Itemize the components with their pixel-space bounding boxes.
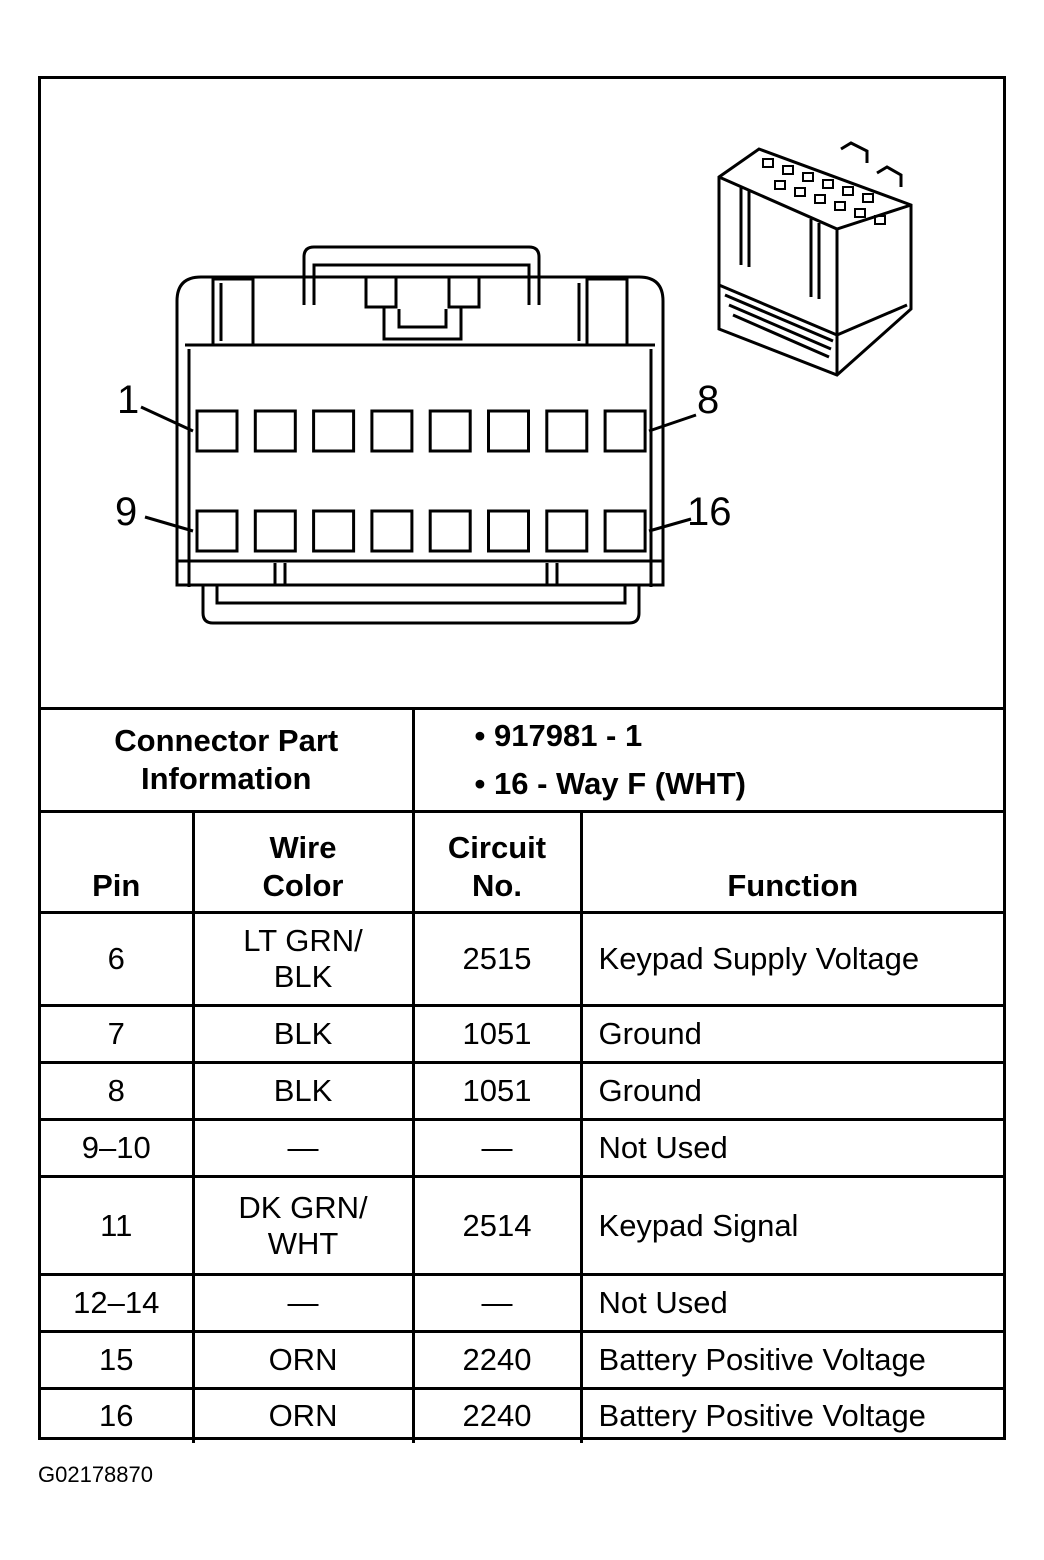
iso-pin-hole xyxy=(814,194,826,204)
pinout-table: Connector Part Information • 917981 - 1 … xyxy=(41,707,1004,1443)
connector-diagram: 1 8 9 16 xyxy=(41,79,1003,707)
iso-pin-hole xyxy=(802,172,814,182)
pin-cavity-7 xyxy=(545,409,589,453)
iso-pin-hole xyxy=(854,208,866,218)
pin-cavities xyxy=(195,409,647,553)
iso-pin-hole xyxy=(834,201,846,211)
pin-cavity-13 xyxy=(428,509,472,553)
pin-label-8: 8 xyxy=(697,378,719,422)
connector-isometric-view xyxy=(717,141,913,377)
table-row: 16 ORN 2240 Battery Positive Voltage xyxy=(41,1387,1004,1443)
table-row: 15 ORN 2240 Battery Positive Voltage xyxy=(41,1330,1004,1390)
iso-pin-hole xyxy=(794,187,806,197)
pin-cavity-3 xyxy=(312,409,356,453)
iso-pin-hole xyxy=(842,186,854,196)
pin-cavity-10 xyxy=(253,509,297,553)
pin-label-16: 16 xyxy=(687,490,732,534)
table-row: 6 LT GRN/BLK 2515 Keypad Supply Voltage xyxy=(41,911,1004,1007)
part-number: • 917981 - 1 xyxy=(474,718,643,753)
iso-pin-hole xyxy=(774,180,786,190)
connector-face-drawing: 1 8 9 16 xyxy=(115,141,913,625)
iso-pin-hole xyxy=(762,158,774,168)
iso-pin-hole xyxy=(782,165,794,175)
table-row: 12–14 — — Not Used xyxy=(41,1273,1004,1333)
pin-label-9: 9 xyxy=(115,490,137,534)
pin-cavity-15 xyxy=(545,509,589,553)
pin-cavity-5 xyxy=(428,409,472,453)
pin-cavity-4 xyxy=(370,409,414,453)
table-row: 7 BLK 1051 Ground xyxy=(41,1004,1004,1064)
pin-cavity-12 xyxy=(370,509,414,553)
table-row: 8 BLK 1051 Ground xyxy=(41,1061,1004,1121)
connector-description: • 16 - Way F (WHT) xyxy=(474,766,746,801)
pin-cavity-6 xyxy=(487,409,530,453)
pin-cavity-16 xyxy=(603,509,647,553)
connector-info-label: Connector Part Information xyxy=(41,707,415,813)
table-row: 9–10 — — Not Used xyxy=(41,1118,1004,1178)
iso-pin-hole xyxy=(862,193,874,203)
pin-cavity-8 xyxy=(603,409,647,453)
pin-cavity-2 xyxy=(253,409,297,453)
iso-pin-hole xyxy=(874,215,886,225)
pin-label-1: 1 xyxy=(117,378,139,422)
figure-frame: 1 8 9 16 xyxy=(38,76,1006,1443)
pin-cavity-1 xyxy=(195,409,239,453)
connector-info-values: • 917981 - 1 • 16 - Way F (WHT) xyxy=(411,707,1004,813)
pin-cavity-11 xyxy=(312,509,356,553)
pin-cavity-9 xyxy=(195,509,239,553)
table-row: 11 DK GRN/WHT 2514 Keypad Signal xyxy=(41,1175,1004,1276)
column-header-function: Function xyxy=(579,810,1004,914)
iso-pin-hole xyxy=(822,179,834,189)
column-header-pin: Pin xyxy=(41,810,195,914)
connector-info-row: Connector Part Information • 917981 - 1 … xyxy=(41,707,1004,813)
pin-cavity-14 xyxy=(487,509,530,553)
figure-code: G02178870 xyxy=(38,1462,153,1487)
